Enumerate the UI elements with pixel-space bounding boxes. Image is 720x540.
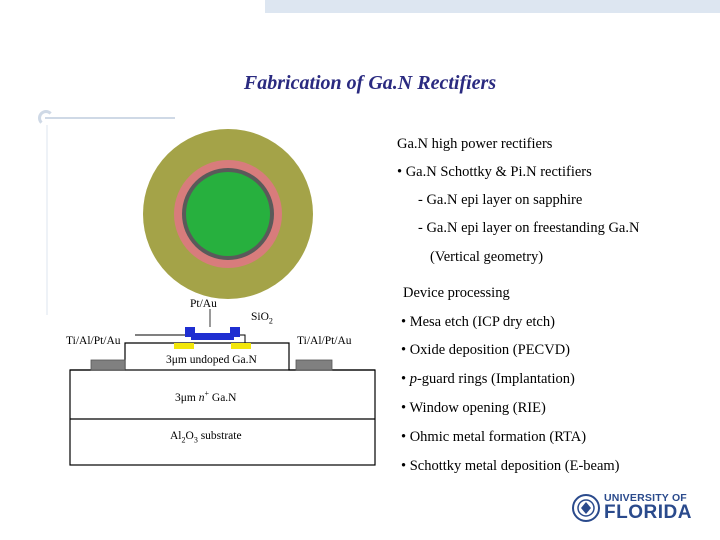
sio2-label: SiO2 xyxy=(251,311,273,325)
sio2-text: SiO xyxy=(251,311,269,323)
substrate-layer xyxy=(69,369,376,466)
substrate-label: Al2O3 substrate xyxy=(170,430,242,444)
device-top-view xyxy=(143,129,313,299)
ohmic-left-label: Ti/Al/Pt/Au xyxy=(66,335,121,347)
substrate-post: substrate xyxy=(197,430,242,442)
ohmic-contact-right xyxy=(295,359,333,371)
substrate-pre: Al xyxy=(170,430,182,442)
guard-prefix: • xyxy=(401,371,410,387)
step-window-opening: • Window opening (RIE) xyxy=(401,400,546,416)
rectifiers-heading: Ga.N high power rectifiers xyxy=(397,136,553,152)
seal-icon xyxy=(572,494,600,522)
step-guard-rings: • p-guard rings (Implantation) xyxy=(401,371,575,388)
title-rule-hook xyxy=(38,110,54,126)
substrate-sub1: 2 xyxy=(181,435,186,445)
ohmic-contact-left xyxy=(90,359,126,371)
n-layer-prefix: 3μm xyxy=(175,391,199,404)
substrate-sub2: 3 xyxy=(193,435,198,445)
university-logo: UNIVERSITY OF FLORIDA xyxy=(572,492,692,524)
guard-suffix: -guard rings (Implantation) xyxy=(416,371,575,387)
step-ohmic-metal: • Ohmic metal formation (RTA) xyxy=(401,429,587,445)
rectifiers-bullet: • Ga.N Schottky & Pi.N rectifiers xyxy=(397,164,592,180)
n-layer-n: n xyxy=(198,391,205,404)
logo-line-florida: FLORIDA xyxy=(604,502,692,523)
step-mesa-etch: • Mesa etch (ICP dry etch) xyxy=(401,314,555,330)
n-layer-suffix: Ga.N xyxy=(209,391,237,404)
left-decor-rule xyxy=(46,125,48,315)
guard-ring-right xyxy=(231,343,251,349)
oxide-layer xyxy=(135,334,246,343)
guard-italic-p: p xyxy=(409,371,417,387)
freestanding-item: - Ga.N epi layer on freestanding Ga.N xyxy=(418,220,640,236)
n-layer-label: 3μm n+ Ga.N xyxy=(175,389,236,404)
device-processing-heading: Device processing xyxy=(403,285,510,301)
title-rule xyxy=(45,117,175,119)
sapphire-item: - Ga.N epi layer on sapphire xyxy=(418,192,583,208)
logo-line-university: UNIVERSITY OF xyxy=(604,492,687,504)
guard-ring-left xyxy=(174,343,194,349)
sio2-subscript: 2 xyxy=(268,316,273,326)
slide-title: Fabrication of Ga.N Rectifiers xyxy=(243,72,497,94)
substrate-mid: O xyxy=(185,430,194,442)
pt-au-label: Pt/Au xyxy=(190,298,217,310)
undoped-layer-label: 3μm undoped Ga.N xyxy=(166,354,257,366)
center-disk xyxy=(186,172,270,256)
vertical-geometry-note: (Vertical geometry) xyxy=(430,249,544,265)
top-decor-bar xyxy=(265,0,720,13)
n-layer-sup: + xyxy=(204,389,210,398)
step-oxide-deposition: • Oxide deposition (PECVD) xyxy=(401,342,570,358)
step-schottky-metal: • Schottky metal deposition (E-beam) xyxy=(401,458,620,474)
schottky-contact xyxy=(185,327,240,340)
device-cross-section xyxy=(69,309,376,466)
ohmic-right-label: Ti/Al/Pt/Au xyxy=(297,335,352,347)
